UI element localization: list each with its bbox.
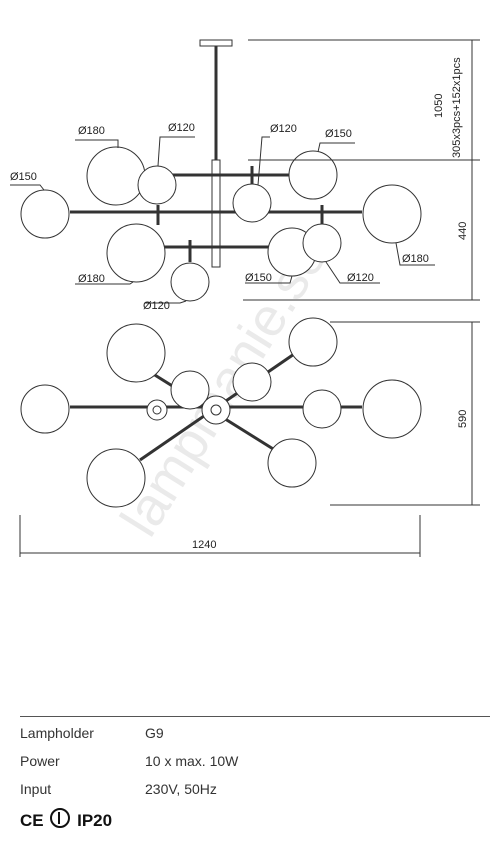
- canopy-center: [201, 395, 231, 425]
- globe: [362, 184, 422, 244]
- globe-label: Ø120: [168, 122, 195, 134]
- spec-value: 230V, 50Hz: [145, 781, 217, 797]
- spec-label: Power: [20, 753, 60, 769]
- mount-disc-inner: [152, 405, 162, 415]
- leader-line: [257, 136, 270, 186]
- leader-line: [75, 281, 134, 285]
- spec-value: G9: [145, 725, 164, 741]
- globe: [106, 223, 166, 283]
- globe: [232, 183, 272, 223]
- mount-disc: [146, 399, 168, 421]
- globe-label: Ø180: [78, 125, 105, 137]
- globe: [20, 384, 70, 434]
- spec-value: 10 x max. 10W: [145, 753, 239, 769]
- globe: [86, 146, 146, 206]
- globe: [20, 189, 70, 239]
- spec-label: Input: [20, 781, 52, 797]
- globe: [362, 379, 422, 439]
- ceiling-canopy: [199, 39, 233, 47]
- globe-label: Ø150: [325, 128, 352, 140]
- globe: [232, 362, 272, 402]
- globe: [288, 150, 338, 200]
- dimension-total-height: 1050: [433, 94, 445, 118]
- top-view: [19, 317, 480, 557]
- canopy-center-inner: [210, 404, 222, 416]
- globe: [267, 438, 317, 488]
- spec-label: Lampholder: [20, 725, 94, 741]
- dimension-rods: 305x3pcs+152x1pcs: [451, 57, 463, 158]
- leader-line: [157, 136, 195, 167]
- leader-line: [245, 275, 293, 284]
- globe-label: Ø150: [10, 171, 37, 183]
- globe-label: Ø180: [78, 273, 105, 285]
- technical-drawing: lampmanie.se: [10, 39, 480, 557]
- class-ii-icon: [50, 808, 71, 828]
- spec-table: Lampholder G9 Power 10 x max. 10W Input …: [20, 716, 490, 797]
- dimension-width: 1240: [192, 539, 216, 551]
- leader-line: [145, 300, 187, 304]
- globe: [170, 262, 210, 302]
- leader-line: [325, 261, 380, 284]
- dimension-depth: 590: [457, 410, 469, 428]
- globe-label: Ø120: [270, 123, 297, 135]
- ce-mark: CE: [20, 811, 44, 830]
- ip-rating: IP20: [77, 811, 113, 830]
- globe-label: Ø150: [245, 272, 272, 284]
- globe: [302, 223, 342, 263]
- leader-line: [317, 142, 355, 153]
- globe: [86, 448, 146, 508]
- globe: [302, 389, 342, 429]
- front-view: [10, 39, 480, 304]
- globe: [170, 370, 210, 410]
- globe: [288, 317, 338, 367]
- globe: [137, 165, 177, 205]
- dimension-body-height: 440: [457, 222, 469, 240]
- globe-label: Ø120: [143, 300, 170, 312]
- leader-line: [75, 139, 119, 148]
- certification-marks: CE IP20: [20, 808, 112, 831]
- globe-label: Ø120: [347, 272, 374, 284]
- leader-line: [395, 242, 435, 266]
- globe-label: Ø180: [402, 253, 429, 265]
- globe: [106, 323, 166, 383]
- leader-line: [10, 184, 45, 191]
